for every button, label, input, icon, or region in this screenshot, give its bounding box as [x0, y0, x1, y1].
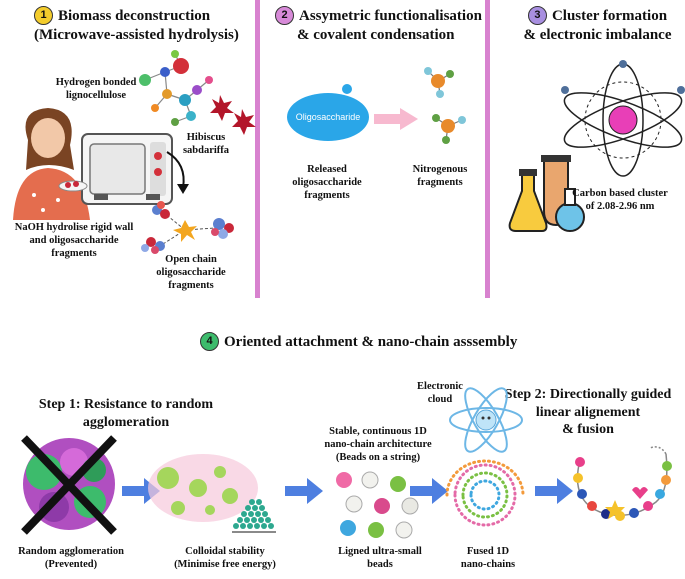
label-random-agglomeration: Random agglomeration(Prevented)	[18, 546, 124, 571]
badge-1: 1	[34, 6, 53, 25]
curved-arrow-icon	[166, 151, 189, 194]
badge-2: 2	[275, 6, 294, 25]
blob-droplet-icon	[342, 84, 352, 94]
microwave-icon	[81, 133, 173, 205]
blue-arrow-2-icon	[285, 478, 323, 504]
bead-necklace-icon	[573, 446, 672, 521]
oligosaccharide-blob: Oligosaccharide	[287, 93, 369, 141]
open-chain-fragments-icon	[141, 201, 234, 254]
hibiscus-flower-icon	[210, 95, 256, 135]
colloidal-stability-icon	[148, 454, 276, 533]
fused-nano-chains-icon	[445, 459, 525, 527]
lignocellulose-molecule-icon	[139, 50, 213, 126]
badge-4: 4	[200, 332, 219, 351]
blue-arrow-4-icon	[535, 478, 573, 504]
ligned-beads-icon	[336, 471, 419, 539]
badge-3: 3	[527, 6, 547, 25]
woman-figure-icon	[13, 108, 90, 220]
panel-divider-2	[485, 0, 490, 298]
atom-cluster-icon	[561, 60, 685, 177]
pink-arrow-icon	[374, 108, 418, 130]
blue-arrow-3-icon	[410, 478, 448, 504]
random-agglomeration-icon	[21, 435, 117, 535]
panel-divider-1	[255, 0, 260, 298]
bowl-icon	[58, 180, 88, 192]
electron-atom-icon	[449, 387, 523, 453]
flasks-icon	[508, 155, 585, 232]
nitrogenous-molecule-icon	[424, 67, 466, 144]
label-colloidal-stability: Colloidal stability(Minimise free energy…	[174, 546, 276, 571]
